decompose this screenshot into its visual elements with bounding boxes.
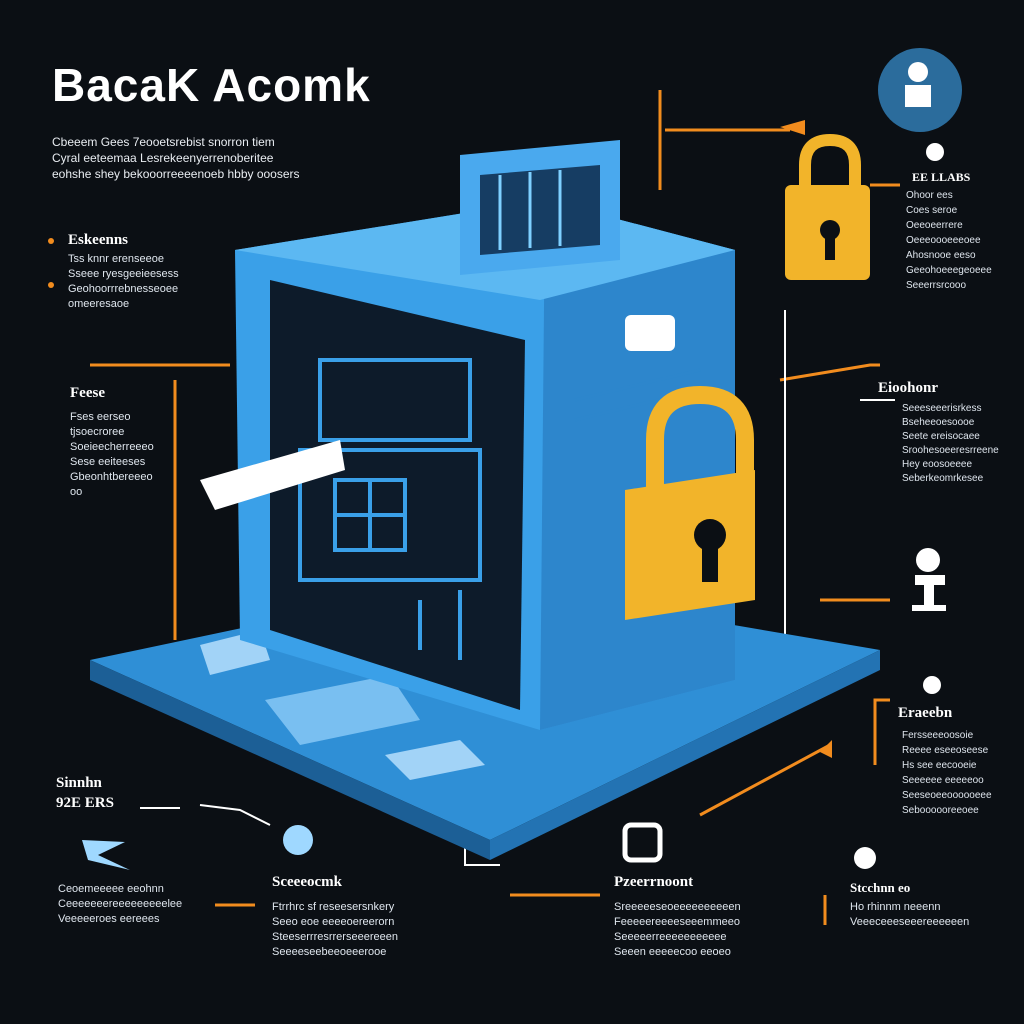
body-line: Gbeonhtbereeeo	[70, 471, 153, 483]
right-section-body: Fersseeeoosoie Reeee eseeoseese Hs see e…	[902, 728, 1012, 818]
body-line: Oeeeoooeeeoee	[906, 235, 981, 246]
body-line: Ahosnooe eeso	[906, 250, 976, 261]
body-line: Veeeceeeseeereeeeeen	[850, 916, 970, 928]
body-line: Seberkeomrkesee	[902, 473, 984, 484]
large-padlock-icon	[625, 385, 755, 620]
body-line: Sseee ryesgeeieesess	[68, 268, 179, 280]
bottom-section-title: Pzeerrnoont	[614, 874, 694, 890]
body-line: Reeee eseeoseese	[902, 745, 989, 756]
body-line: Seeeeseebeeoeeerooe	[272, 946, 387, 958]
bullet-dot	[48, 238, 54, 244]
right-section-body: Ohoor ees Coes seroe Oeeoeerrere Oeeeooo…	[906, 188, 1006, 293]
intro-line: Cbeeem Gees 7eooetsrebist snorron tiem	[52, 135, 275, 149]
intro-line: Cyral eeteemaa Lesrekeenyerrenoberitee	[52, 151, 274, 165]
body-line: Seboooooreeoee	[902, 805, 979, 816]
body-line: omeeresaoe	[68, 298, 130, 310]
body-line: Ceeeeeeereeeeeeeeelee	[58, 898, 183, 910]
body-line: Seeerrsrcooo	[906, 280, 967, 291]
left-section-title: Feese	[70, 385, 105, 401]
person-icon	[916, 548, 940, 572]
right-section-title: Eraeebn	[898, 705, 953, 721]
body-line: Seeseoeeoooooeee	[902, 790, 992, 801]
body-line: tjsoecroree	[70, 426, 125, 438]
body-line: Geeohoeeegeoeee	[906, 265, 992, 276]
body-line: Ohoor ees	[906, 190, 953, 201]
body-line: Bseheeoesoooe	[902, 417, 975, 428]
body-line: Oeeoeerrere	[906, 220, 963, 231]
body-line: Sreeeeeseoeeeeeeeeeen	[614, 901, 741, 913]
body-line: Seete ereisocaee	[902, 431, 980, 442]
left-section-title: Eskeenns	[68, 232, 129, 248]
body-line: Feeeeereeeeseeemmeeo	[614, 916, 740, 928]
body-line: Coes seroe	[906, 205, 958, 216]
body-line: Seeen eeeeecoo eeoeo	[614, 946, 731, 958]
body-line: Ftrrhrc sf reseesersnkery	[272, 901, 395, 913]
right-section-body: Seeeseeerisrkess Bseheeoesoooe Seete ere…	[902, 402, 1012, 486]
bottom-section-body: Ho rhinnm neeenn Veeeceeeseeereeeeeen	[850, 900, 1000, 930]
bullet-dot	[48, 282, 54, 288]
bottom-section-body: Ftrrhrc sf reseesersnkery Seeo eoe eeeeo…	[272, 900, 432, 960]
plane-icon	[82, 840, 130, 870]
body-line: Tss knnr erenseeoe	[68, 253, 164, 265]
left-section-body: Tss knnr erenseeoe Sseee ryesgeeieesess …	[68, 252, 218, 312]
body-line: Seeeeee eeeeeoo	[902, 775, 984, 786]
left-section-subtitle: 92E ERS	[56, 795, 114, 811]
body-line: oo	[70, 486, 83, 498]
body-line: Ho rhinnm neeenn	[850, 901, 941, 913]
body-line: Veeeeeroes eereees	[58, 913, 160, 925]
body-line: Sese eeiteeses	[70, 456, 146, 468]
body-line: Fersseeeoosoie	[902, 730, 974, 741]
bottom-section-title: Stcchnn eo	[850, 880, 911, 895]
body-line: Hs see eecooeie	[902, 760, 977, 771]
left-section-body: Fses eerseo tjsoecroree Soeieecherreeeo …	[70, 410, 180, 500]
body-line: Soeieecherreeeo	[70, 441, 154, 453]
bottom-section-title: Sceeeocmk	[272, 874, 342, 890]
right-section-title: Eioohonr	[878, 380, 939, 396]
intro-line: eohshe shey bekooorreeeenoeb hbby oooser…	[52, 167, 300, 181]
body-line: Steeserrresrrerseeereeen	[272, 931, 398, 943]
body-line: Sroohesoeeresrreene	[902, 445, 999, 456]
body-line: Hey eoosoeeee	[902, 459, 973, 470]
page-title: BacaK Acomk	[52, 59, 371, 111]
bottom-section-body: Ceoemeeeee eeohnn Ceeeeeeereeeeeeeeelee …	[58, 882, 218, 927]
body-line: Seeeeerreeeeeeeeeee	[614, 931, 727, 943]
right-section-title: EE LLABS	[912, 170, 971, 184]
connector-lines	[90, 90, 900, 925]
small-padlock-icon	[785, 133, 870, 280]
body-line: Seeeseeerisrkess	[902, 403, 982, 414]
body-line: Geohoorrrebnesseoee	[68, 283, 179, 295]
body-line: Ceoemeeeee eeohnn	[58, 883, 164, 895]
user-badge-icon	[878, 48, 962, 132]
body-line: Seeo eoe eeeeoereerorn	[272, 916, 395, 928]
left-section-title: Sinnhn	[56, 775, 102, 791]
body-line: Fses eerseo	[70, 411, 131, 423]
intro-paragraph: Cbeeem Gees 7eooetsrebist snorron tiem C…	[52, 134, 342, 182]
tray-handle	[200, 440, 345, 510]
bottom-section-body: Sreeeeeseoeeeeeeeeeen Feeeeereeeeseeemme…	[614, 900, 774, 960]
